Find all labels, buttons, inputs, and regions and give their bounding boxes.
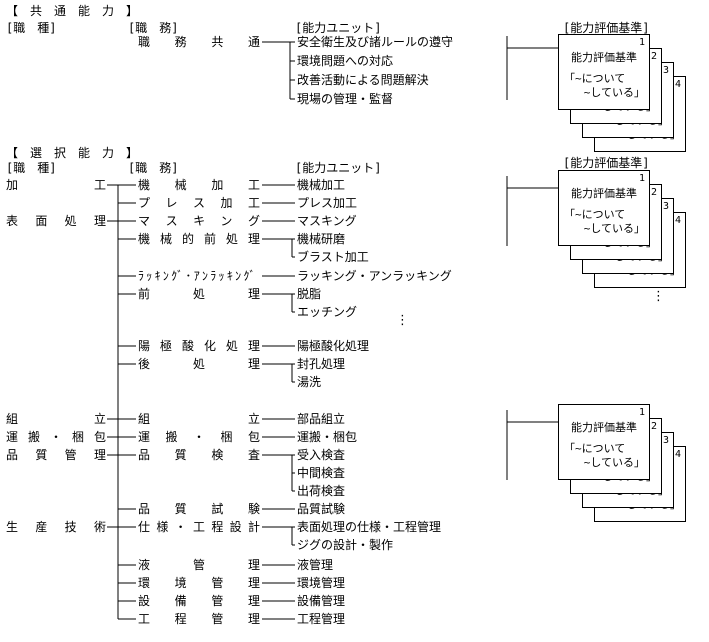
- ability-unit-20: 環境管理: [297, 576, 346, 590]
- card-number: 3: [662, 435, 669, 446]
- card-quote-line2: ~している」: [583, 222, 645, 235]
- duty-10: 品質検査: [138, 448, 260, 462]
- ability-unit-18: ジグの設計・製作: [297, 538, 394, 552]
- common-unit-0: 安全衛生及び諸ルールの遵守: [297, 35, 454, 49]
- ability-unit-11: 部品組立: [297, 412, 346, 426]
- ability-unit-6: 脱脂: [297, 287, 322, 301]
- card-number: 2: [650, 187, 657, 198]
- job-type-1: 表面処理: [6, 214, 106, 228]
- criteria-card: 1 能力評価基準 「~について ~している」: [558, 34, 650, 110]
- ability-unit-9: 封孔処理: [297, 357, 346, 371]
- ability-unit-22: 工程管理: [297, 612, 346, 626]
- ability-unit-19: 液管理: [297, 558, 334, 572]
- card-title: 能力評価基準: [571, 187, 637, 200]
- job-type-3: 運搬・梱包: [6, 430, 106, 444]
- common-unit-3: 現場の管理・監督: [297, 92, 394, 106]
- duty-0: 機械加工: [138, 178, 260, 192]
- duty-15: 設備管理: [138, 594, 260, 608]
- card-number: 1: [638, 407, 645, 418]
- ability-unit-3: 機械研磨: [297, 232, 346, 246]
- column-label-job-type: [職 種]: [6, 21, 57, 35]
- duty-13: 液管理: [138, 558, 260, 572]
- ability-unit-17: 表面処理の仕様・工程管理: [297, 520, 442, 534]
- column-label-duty: [職 務]: [128, 161, 179, 175]
- column-label-evaluation-criteria: [能力評価基準]: [563, 21, 650, 35]
- ability-unit-15: 出荷検査: [297, 484, 346, 498]
- column-label-job-type: [職 種]: [6, 161, 57, 175]
- duty-1: プレス加工: [138, 196, 260, 210]
- job-type-4: 品質管理: [6, 448, 106, 462]
- card-number: 4: [674, 79, 681, 90]
- duty-9: 運搬・梱包: [138, 430, 260, 444]
- criteria-card: 1 能力評価基準 「~について ~している」: [558, 404, 650, 480]
- ability-unit-5: ラッキング・アンラッキング: [297, 269, 452, 283]
- ability-unit-1: プレス加工: [297, 196, 358, 210]
- card-quote-line1: 「~について: [564, 208, 626, 221]
- duty-14: 環境管理: [138, 576, 260, 590]
- column-label-evaluation-criteria: [能力評価基準]: [563, 156, 650, 170]
- ability-unit-7: エッチング: [297, 305, 358, 319]
- column-label-duty: [職 務]: [128, 21, 179, 35]
- card-number: 3: [662, 201, 669, 212]
- ability-unit-8: 陽極酸化処理: [297, 339, 370, 353]
- criteria-card: 1 能力評価基準 「~について ~している」: [558, 170, 650, 246]
- tree-ellipsis: ⋮: [396, 313, 409, 328]
- duty-12: 仕様・工程設計: [138, 520, 260, 534]
- duty-4: ﾗｯｷﾝｸﾞ･ｱﾝﾗｯｷﾝｸﾞ: [138, 269, 258, 283]
- section-heading-common: 【 共 通 能 力 】: [6, 4, 139, 18]
- duty-3: 機械的前処理: [138, 232, 260, 246]
- ability-unit-10: 湯洗: [297, 375, 322, 389]
- job-type-0: 加工: [6, 178, 106, 192]
- card-quote-line1: 「~について: [564, 442, 626, 455]
- ability-unit-4: ブラスト加工: [297, 250, 369, 264]
- duty-2: マスキング: [138, 214, 260, 228]
- duty-common: 職務共通: [138, 35, 260, 49]
- duty-8: 組立: [138, 412, 260, 426]
- common-unit-1: 環境問題への対応: [297, 54, 394, 68]
- duty-16: 工程管理: [138, 612, 260, 626]
- card-number: 3: [662, 65, 669, 76]
- column-label-ability-unit: [能力ユニット]: [295, 21, 382, 35]
- ability-unit-16: 品質試験: [297, 502, 346, 516]
- job-type-2: 組立: [6, 412, 106, 426]
- card-number: 1: [638, 173, 645, 184]
- card-stack-ellipsis: ⋮: [652, 289, 665, 304]
- card-quote-line2: ~している」: [583, 86, 645, 99]
- duty-11: 品質試験: [138, 502, 260, 516]
- ability-unit-21: 設備管理: [297, 594, 346, 608]
- card-number: 4: [674, 449, 681, 460]
- ability-unit-14: 中間検査: [297, 466, 346, 480]
- duty-5: 前処理: [138, 287, 260, 301]
- card-number: 4: [674, 215, 681, 226]
- ability-unit-0: 機械加工: [297, 178, 346, 192]
- card-number: 1: [638, 37, 645, 48]
- duty-7: 後処理: [138, 357, 260, 371]
- card-number: 2: [650, 51, 657, 62]
- card-quote-line1: 「~について: [564, 72, 626, 85]
- card-number: 2: [650, 421, 657, 432]
- ability-unit-2: マスキング: [297, 214, 357, 228]
- ability-unit-12: 運搬・梱包: [297, 430, 358, 444]
- ability-unit-13: 受入検査: [297, 448, 346, 462]
- job-type-5: 生産技術: [6, 520, 106, 534]
- duty-6: 陽極酸化処理: [138, 339, 260, 353]
- section-heading-select: 【 選 択 能 力 】: [6, 146, 139, 160]
- card-title: 能力評価基準: [571, 51, 637, 64]
- column-label-ability-unit: [能力ユニット]: [295, 161, 382, 175]
- card-quote-line2: ~している」: [583, 456, 645, 469]
- common-unit-2: 改善活動による問題解決: [297, 73, 429, 87]
- card-title: 能力評価基準: [571, 421, 637, 434]
